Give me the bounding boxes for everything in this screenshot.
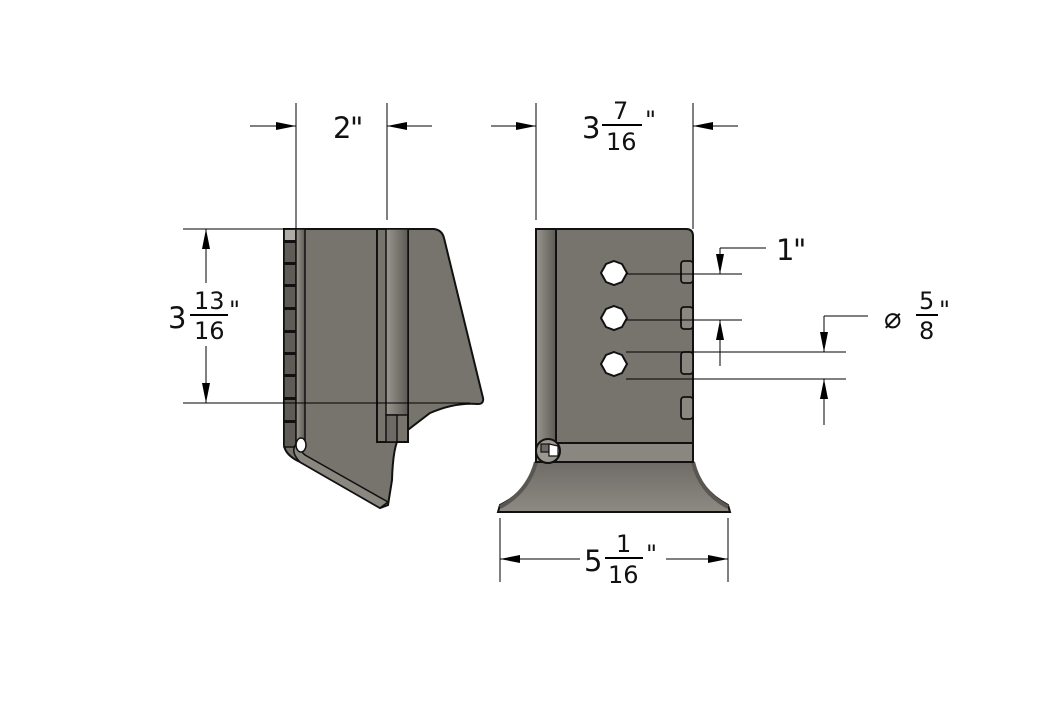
svg-text:1: 1 bbox=[776, 233, 794, 267]
svg-text:5: 5 bbox=[919, 287, 934, 315]
svg-text:": " bbox=[350, 111, 363, 145]
svg-text:": " bbox=[645, 106, 656, 134]
svg-text:2: 2 bbox=[333, 111, 351, 145]
svg-text:1: 1 bbox=[616, 530, 631, 558]
svg-text:16: 16 bbox=[194, 317, 225, 345]
svg-text:5: 5 bbox=[584, 544, 602, 578]
edge-tabs bbox=[680, 260, 694, 420]
front-view bbox=[496, 228, 732, 513]
pin-hole bbox=[295, 437, 307, 453]
slot-marks bbox=[284, 240, 296, 423]
hole-2 bbox=[599, 304, 629, 332]
svg-text:": " bbox=[939, 296, 950, 324]
dim-hole-spacing: 1 " bbox=[776, 233, 806, 267]
svg-text:⌀: ⌀ bbox=[884, 301, 901, 335]
dim-front-width: 3 7 16 " bbox=[582, 97, 656, 156]
hole-3 bbox=[599, 350, 629, 378]
hole-1 bbox=[599, 259, 629, 287]
svg-text:7: 7 bbox=[613, 97, 628, 125]
dim-base-width: 5 1 16 " bbox=[584, 530, 657, 589]
dim-side-height: 3 13 16 " bbox=[168, 287, 240, 345]
svg-text:13: 13 bbox=[194, 287, 225, 315]
svg-text:3: 3 bbox=[168, 301, 186, 335]
svg-text:": " bbox=[646, 540, 657, 568]
side-view bbox=[283, 228, 485, 510]
svg-text:": " bbox=[793, 233, 806, 267]
dim-side-width: 2 " bbox=[333, 111, 363, 145]
svg-text:": " bbox=[229, 296, 240, 324]
svg-text:16: 16 bbox=[608, 561, 639, 589]
svg-text:16: 16 bbox=[606, 128, 637, 156]
dimension-lines bbox=[183, 103, 868, 582]
pin-knob bbox=[535, 438, 561, 464]
svg-text:3: 3 bbox=[582, 111, 600, 145]
svg-text:8: 8 bbox=[919, 317, 934, 345]
upright-plate bbox=[535, 228, 694, 463]
dim-hole-diameter: ⌀ 5 8 " bbox=[884, 287, 950, 345]
holes bbox=[599, 259, 629, 378]
